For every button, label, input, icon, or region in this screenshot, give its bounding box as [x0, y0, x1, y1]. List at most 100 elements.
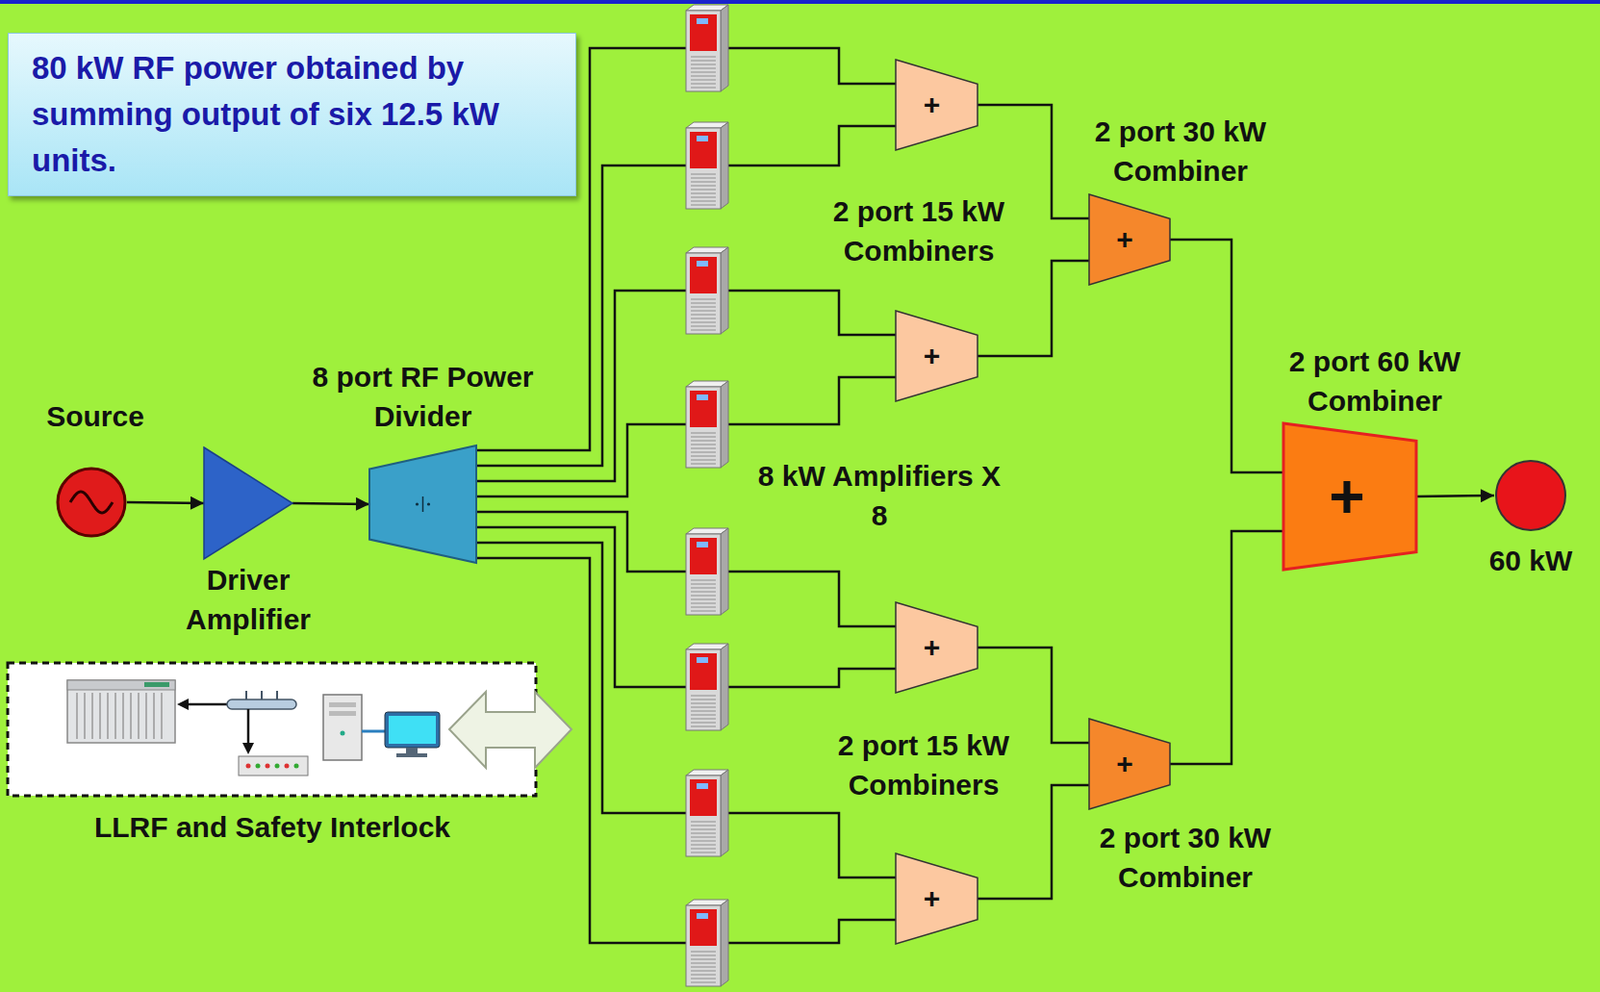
out-shape — [1494, 458, 1568, 533]
amp-vent — [690, 836, 716, 838]
combiner-body — [895, 602, 978, 693]
amp-vent — [690, 954, 716, 956]
amp-vent — [690, 180, 716, 182]
connector-wire — [292, 503, 370, 505]
amp-vent — [690, 59, 716, 61]
label-holder: Source — [0, 397, 192, 437]
combiner-sign: + — [923, 90, 941, 120]
connector-wire — [728, 126, 896, 166]
connector-wire — [728, 571, 896, 627]
amp-vent — [690, 298, 716, 300]
amp-front — [685, 253, 721, 334]
amp-vent — [690, 462, 716, 464]
amp-vent — [690, 329, 716, 331]
amp-panel — [689, 653, 717, 690]
connector-wire — [476, 558, 686, 943]
combiner-body — [1089, 194, 1170, 285]
divider-shape — [369, 445, 477, 563]
amp-vent — [690, 598, 716, 600]
amp-vent — [690, 188, 716, 190]
interlock-unit — [238, 756, 308, 776]
output-load: 60 kW — [1494, 458, 1568, 533]
connector-wire — [977, 260, 1090, 356]
source-circle: Source — [55, 466, 127, 538]
combiner-body — [895, 853, 978, 944]
amplifier-unit — [685, 769, 729, 857]
amp-shape — [685, 528, 729, 615]
combiner-sign: + — [1116, 225, 1134, 254]
amp-vent — [690, 594, 716, 596]
annotation-label: 8 kW Amplifiers X 8 — [749, 457, 1010, 535]
combiner-body — [1283, 423, 1417, 570]
source-shape — [55, 466, 127, 538]
combiner-sign: + — [923, 884, 941, 914]
connector-wire — [728, 668, 896, 687]
combiner-body — [895, 310, 978, 402]
amp-vent — [690, 55, 716, 57]
amp-vent — [690, 75, 716, 77]
combiner-15kw: + — [895, 602, 978, 693]
amp-vent — [690, 820, 716, 822]
amp-panel — [689, 14, 717, 51]
amp-vent — [690, 606, 716, 608]
label-holder: 2 port 15 kW Combiners — [803, 726, 1044, 805]
amplifier-unit — [685, 528, 729, 615]
combiner-60kw: +2 port 60 kW Combiner — [1283, 423, 1417, 570]
amp-vent — [690, 443, 716, 445]
divider-dot — [427, 502, 431, 506]
label-holder: 8 kW Amplifiers X 8 — [749, 457, 1010, 535]
amp-vent — [690, 321, 716, 323]
amp-vent — [690, 698, 716, 700]
triangle-body — [203, 447, 293, 559]
amp-front — [685, 533, 721, 615]
amp-shape — [685, 769, 729, 857]
amp-side — [720, 899, 729, 987]
amp-display — [696, 394, 709, 401]
amp-shape — [685, 247, 729, 334]
amp-side — [720, 528, 729, 615]
amp-front — [685, 386, 721, 468]
amp-front — [685, 649, 721, 731]
amp-vent — [690, 71, 716, 73]
amp-vent — [690, 86, 716, 88]
node-label: 8 port RF Power Divider — [283, 357, 563, 436]
amp-vent — [690, 63, 716, 65]
connector-wire — [977, 785, 1090, 899]
amp-side — [720, 4, 729, 92]
amp-vent — [690, 313, 716, 315]
amp-side — [720, 643, 729, 731]
amp-shape — [685, 899, 729, 987]
label-holder: Driver Amplifier — [164, 560, 333, 639]
source-body — [57, 468, 126, 536]
amp-vent — [690, 196, 716, 198]
connector-wire — [126, 502, 204, 504]
amplifier-unit — [685, 380, 729, 468]
amp-vent — [690, 78, 716, 80]
amp-vent — [690, 67, 716, 69]
label-holder: 60 kW — [1473, 541, 1589, 582]
amp-vent — [690, 710, 716, 712]
amp-vent — [690, 977, 716, 979]
node-label: Driver Amplifier — [164, 560, 333, 639]
label-holder: LLRF and Safety Interlock — [2, 808, 542, 848]
amp-vent — [690, 184, 716, 186]
amp-display — [696, 260, 709, 267]
amp-front — [685, 775, 721, 857]
amp-side — [720, 122, 729, 209]
amp-vent — [690, 192, 716, 194]
combiner-30kw: +2 port 30 kW Combiner — [1089, 718, 1170, 810]
amp-shape — [685, 643, 729, 731]
amp-vent — [690, 725, 716, 727]
combiner-sign: + — [1328, 465, 1365, 528]
amp-vent — [690, 717, 716, 719]
amp-side — [720, 769, 729, 857]
node-label: 2 port 30 kW Combiner — [1060, 112, 1301, 191]
llrf-panel — [7, 662, 572, 796]
amp-panel — [689, 909, 717, 946]
amp-vent — [690, 458, 716, 460]
pc-tower — [323, 694, 362, 761]
amp-vent — [690, 981, 716, 983]
amp-vent — [690, 317, 716, 319]
amp-vent — [690, 203, 716, 205]
label-holder: 2 port 30 kW Combiner — [1065, 818, 1306, 897]
